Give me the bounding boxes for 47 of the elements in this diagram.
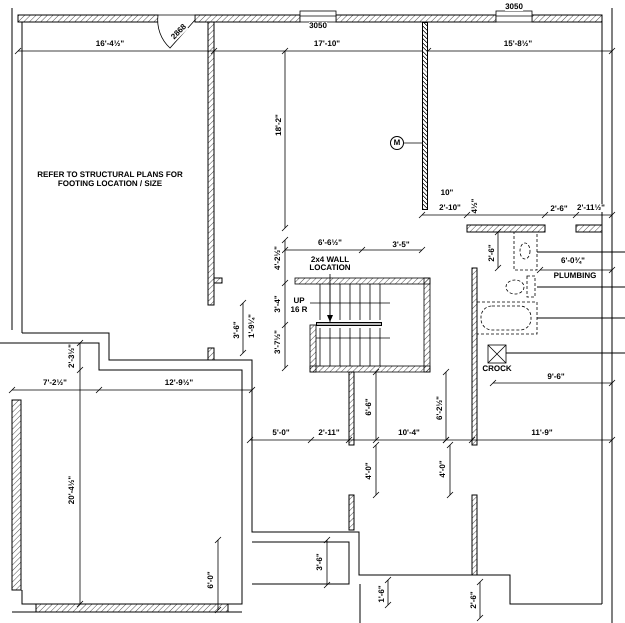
dimension-text: 15'-8½" [504,40,532,48]
dimension-text: 3'-5" [392,241,410,249]
dimension-text: 10'-4" [398,429,420,437]
dimension-text: 7'-2½" [43,379,67,387]
window-tag: 3050 [505,3,523,11]
dimension-text: 11'-9" [531,429,553,437]
dimension-text: 2'-11½" [577,204,605,212]
stud-wall [316,322,382,326]
dimension-text: 6'-0" [207,571,215,589]
dimension-text: 1'-6" [378,585,386,603]
dimension-text: 3'-6" [233,321,241,339]
dimension-text: 4½" [471,198,479,214]
fixture-label: CROCK [482,365,512,373]
dimension-text: 6'-6" [365,398,373,416]
dimension-text: 10" [440,189,454,197]
dimension-text: 2'-10" [439,204,461,212]
callout-text: 2x4 WALL LOCATION [298,254,362,274]
dimension-text: 17'-10" [314,40,340,48]
note-text: REFER TO STRUCTURAL PLANS FOR FOOTING LOCATION / SIZE [35,170,185,188]
dimension-text: 2'-6" [488,244,496,262]
fixture-label: PLUMBING [554,272,596,280]
dimension-text: 2'-11" [318,429,340,437]
dimension-text: 6'-6½" [318,239,342,247]
dimension-text: 2'-6" [470,591,478,609]
dimension-text: 3'-6" [316,553,324,571]
dimension-text: 6'-0¾" [561,257,585,265]
dimension-text: 3'-7½" [274,330,282,354]
dimension-text: 12'-9½" [164,379,194,387]
dimension-text: 16'-4½" [96,40,124,48]
dimension-text: 18'-2" [275,114,283,136]
callout-circle: M [390,136,404,150]
dimension-text: 2'-3½" [68,344,76,368]
dimension-text: 5'-0" [272,429,290,437]
window-tag: 3050 [309,22,327,30]
dimension-text: 4'-2½" [274,246,282,270]
dimension-text: 4'-0" [439,460,447,478]
stair-label: UP 16 R [288,296,310,314]
dimension-text: 6'-2½" [436,396,444,420]
dimension-text: 4'-0" [365,462,373,480]
leader-line [404,142,422,144]
wall [422,22,428,210]
dimension-text: 9'-6" [547,373,565,381]
dimension-text: 3'-4" [274,295,282,313]
dimension-text: 2'-6" [550,205,568,213]
dimension-text: 1'-9¼" [248,314,256,338]
dimension-text: 20'-4½" [68,476,76,504]
leader-line [327,274,333,322]
